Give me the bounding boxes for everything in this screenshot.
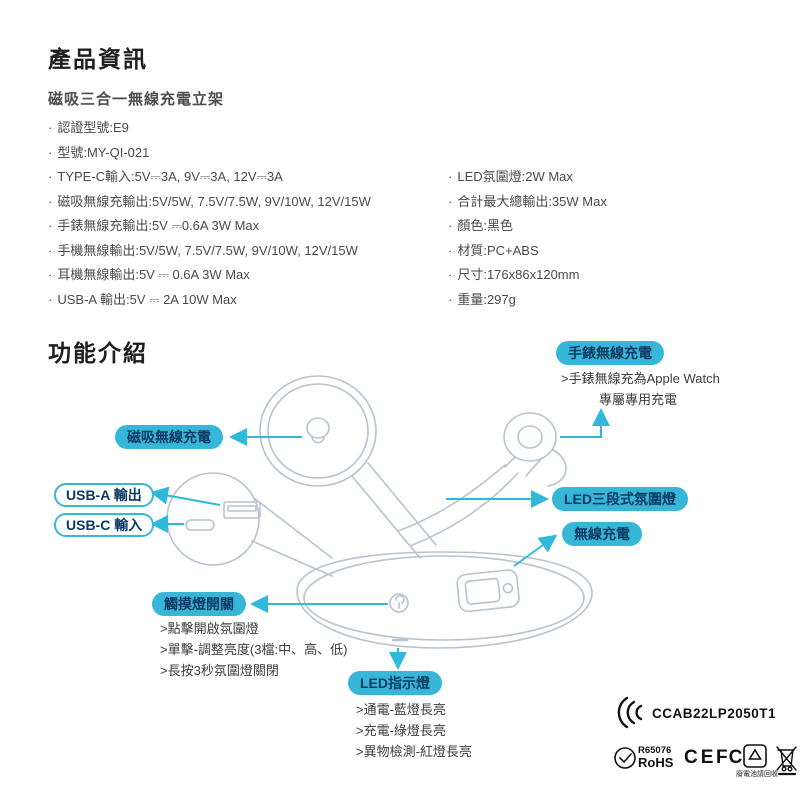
spec-item: · 耳機無線輸出:5V ⎓ 0.6A 3W Max — [48, 263, 371, 288]
spec-text: 型號:MY-QI-021 — [57, 144, 150, 160]
callout-usb-a-output: USB-A 輸出 — [54, 483, 154, 507]
spec-item: ·合計最大總輸出:35W Max — [448, 190, 607, 215]
spec-item: · TYPE-C輸入:5V⎓3A, 9V⎓3A, 12V⎓3A — [48, 165, 371, 190]
spec-item: ·型號:MY-QI-021 — [48, 141, 371, 166]
callout-touch-switch: 觸摸燈開關 — [152, 592, 246, 616]
rohs-text: RoHS — [638, 755, 674, 771]
spec-text: 磁吸無線充輸出:5V/5W, 7.5V/7.5W, 9V/10W, 12V/15… — [57, 193, 371, 209]
touch-note-line3: >長按3秒氛圍燈關閉 — [160, 663, 279, 678]
bullet: · — [48, 267, 53, 282]
spec-item: ·USB-A 輸出:5V ⎓ 2A 10W Max — [48, 288, 371, 313]
page-title: 產品資訊 — [48, 46, 148, 72]
spec-item: · 顏色:黑色 — [448, 214, 607, 239]
bullet: · — [48, 242, 53, 258]
led-note-line3: >異物檢測-紅燈長亮 — [356, 744, 472, 759]
callout-wireless-charging: 無線充電 — [562, 522, 642, 546]
spec-text: 材質:PC+ABS — [457, 242, 539, 258]
spec-text: 合計最大總輸出:35W Max — [457, 193, 607, 209]
rohs-number: R65076 — [638, 745, 672, 756]
spec-text: 尺寸:176x86x120mm — [457, 267, 580, 282]
spec-text: 手機無線輸出:5V/5W, 7.5V/7.5W, 9V/10W, 12V/15W — [57, 242, 358, 258]
rohs-icon — [614, 747, 636, 769]
bullet: · — [448, 218, 453, 233]
spec-text: LED氛圍燈:2W Max — [457, 169, 573, 184]
fcc-mark: FC — [716, 747, 744, 768]
arrow-usb-a — [150, 486, 221, 506]
ce-mark: CE — [684, 747, 717, 768]
led-note-line1: >通電-藍燈長亮 — [356, 702, 446, 717]
spec-item: ·磁吸無線充輸出:5V/5W, 7.5V/7.5W, 9V/10W, 12V/1… — [48, 190, 371, 215]
spec-text: USB-A 輸出:5V ⎓ 2A 10W Max — [57, 291, 237, 307]
arrow-watch — [560, 408, 610, 438]
spec-list-right: ·LED氛圍燈:2W Max ·合計最大總輸出:35W Max ·顏色:黑色 ·… — [448, 165, 607, 312]
bullet: · — [448, 267, 453, 282]
spec-text: TYPE-C輸入:5V⎓3A, 9V⎓3A, 12V⎓3A — [57, 169, 283, 184]
watch-note-line2: 專屬專用充電 — [599, 392, 678, 407]
watch-note: >手錶無線充為Apple Watch 專屬專用充電 — [561, 368, 720, 410]
bullet: · — [448, 193, 453, 209]
callout-watch-charging: 手錶無線充電 — [556, 341, 664, 365]
bullet: · — [48, 291, 53, 307]
led-indicator-notes: >通電-藍燈長亮 >充電-綠燈長亮 >異物檢測-紅燈長亮 — [356, 699, 472, 762]
callout-magsafe-charging: 磁吸無線充電 — [115, 425, 223, 449]
touch-switch-notes: >點擊開啟氛圍燈 >單擊-調整亮度(3檔:中、高、低) >長按3秒氛圍燈關閉 — [160, 618, 347, 681]
bullet: · — [48, 144, 53, 160]
callout-led-indicator: LED指示燈 — [348, 671, 442, 695]
section-title-features: 功能介紹 — [48, 340, 148, 366]
spec-text: 認證型號:E9 — [57, 120, 129, 135]
ncc-wave-icon — [617, 696, 643, 729]
weee-bin-icon — [776, 746, 797, 776]
spec-list-left: ·認證型號:E9 ·型號:MY-QI-021 ·TYPE-C輸入:5V⎓3A, … — [48, 116, 371, 312]
bullet: · — [48, 169, 53, 184]
bullet: · — [448, 169, 453, 184]
spec-item: · 手錶無線充輸出:5V ⎓0.6A 3W Max — [48, 214, 371, 239]
ncc-cert-number: CCAB22LP2050T1 — [652, 706, 777, 721]
spec-text: 手錶無線充輸出:5V ⎓0.6A 3W Max — [57, 218, 260, 233]
bullet: · — [48, 120, 53, 135]
battery-recycle-caption: 廢電池請回收 — [736, 771, 778, 778]
spec-item: · 尺寸:176x86x120mm — [448, 263, 607, 288]
callout-led-ring: LED三段式氛圍燈 — [552, 487, 688, 511]
product-name: 磁吸三合一無線充電立架 — [48, 91, 225, 108]
touch-note-line2: >單擊-調整亮度(3檔:中、高、低) — [160, 642, 348, 657]
spec-item: ·材質:PC+ABS — [448, 239, 607, 264]
spec-text: 顏色:黑色 — [457, 218, 513, 233]
callout-usb-c-input: USB-C 輸入 — [54, 513, 155, 537]
arrow-wireless — [513, 534, 558, 567]
bullet: · — [48, 193, 53, 209]
spec-item: · LED氛圍燈:2W Max — [448, 165, 607, 190]
bullet: · — [48, 218, 53, 233]
spec-item: ·手機無線輸出:5V/5W, 7.5V/7.5W, 9V/10W, 12V/15… — [48, 239, 371, 264]
bullet: · — [448, 242, 453, 258]
spec-item: · 認證型號:E9 — [48, 116, 371, 141]
spec-text: 耳機無線輸出:5V ⎓ 0.6A 3W Max — [57, 267, 250, 282]
spec-text: 重量:297g — [457, 291, 516, 307]
watch-note-line1: >手錶無線充為Apple Watch — [561, 371, 720, 386]
touch-note-line1: >點擊開啟氛圍燈 — [160, 621, 259, 636]
rohs-label: R65076 RoHS — [638, 745, 674, 771]
led-note-line2: >充電-綠燈長亮 — [356, 723, 446, 738]
recycle-icon — [743, 744, 767, 768]
spec-item: ·重量:297g — [448, 288, 607, 313]
bullet: · — [448, 291, 453, 307]
